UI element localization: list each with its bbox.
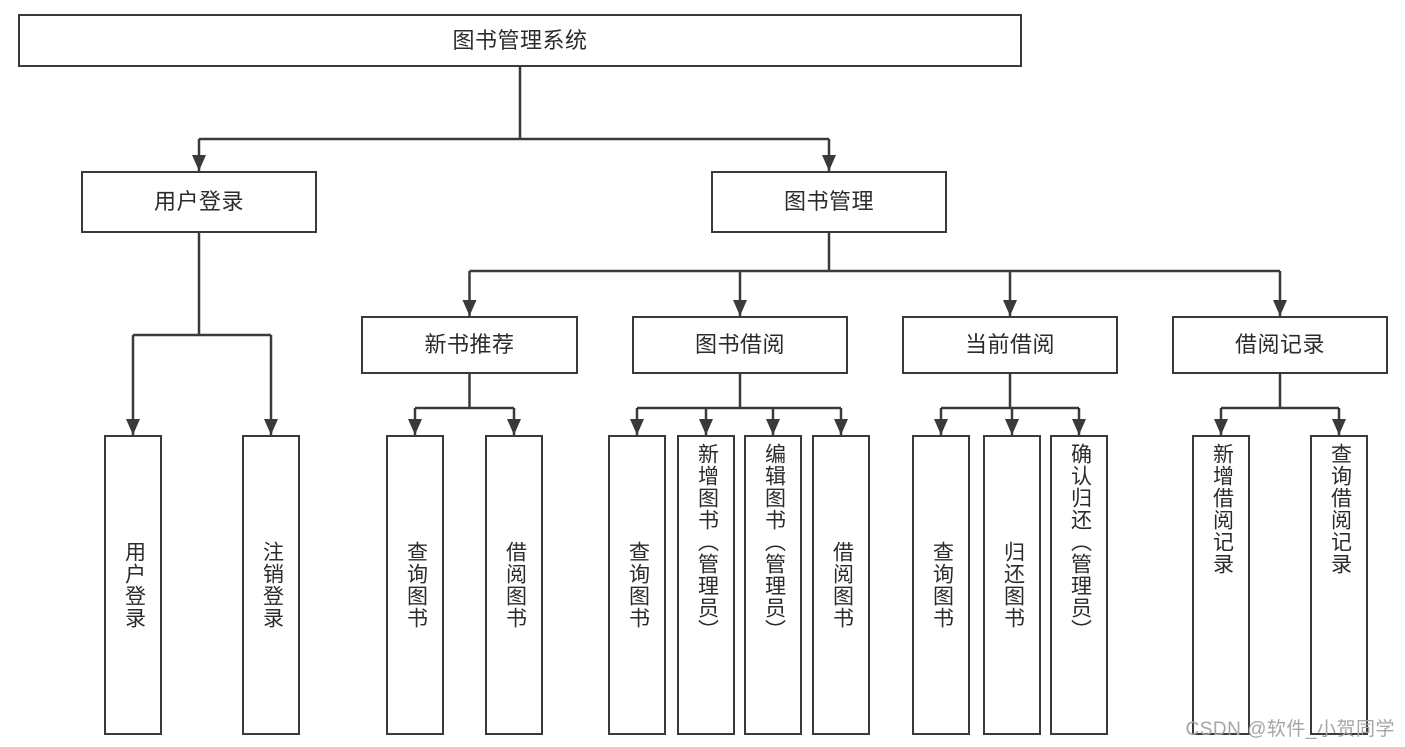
- node-leaf-query-book-rec[interactable]: 查询图书: [386, 435, 444, 735]
- connector-arrowhead: [1005, 419, 1019, 435]
- connector-arrowhead: [462, 300, 477, 316]
- connector-arrowhead: [822, 155, 836, 171]
- node-root[interactable]: 图书管理系统: [18, 14, 1022, 67]
- node-borrow-record[interactable]: 借阅记录: [1172, 316, 1388, 374]
- node-label: 查询图书: [404, 541, 428, 629]
- node-label: 编辑图书（管理员）: [762, 443, 786, 641]
- connector-arrowhead: [1273, 300, 1287, 316]
- connector-arrowhead: [834, 419, 848, 435]
- node-label: 用户登录: [122, 541, 146, 629]
- node-leaf-query-book-cur[interactable]: 查询图书: [912, 435, 970, 735]
- node-label: 当前借阅: [964, 332, 1055, 358]
- connector-arrowhead: [408, 419, 422, 435]
- node-label: 借阅图书: [503, 541, 527, 629]
- node-leaf-query-record[interactable]: 查询借阅记录: [1310, 435, 1368, 735]
- node-new-book-rec[interactable]: 新书推荐: [361, 316, 578, 374]
- node-book-borrow[interactable]: 图书借阅: [632, 316, 848, 374]
- connector-arrowhead: [1072, 419, 1086, 435]
- connector-arrowhead: [630, 419, 644, 435]
- node-label: 图书借阅: [694, 332, 785, 358]
- node-label: 查询图书: [626, 541, 650, 629]
- node-label: 借阅图书: [830, 541, 854, 629]
- node-label: 新书推荐: [424, 332, 515, 358]
- node-label: 新增图书（管理员）: [695, 443, 719, 641]
- connector-arrowhead: [934, 419, 948, 435]
- node-leaf-add-record[interactable]: 新增借阅记录: [1192, 435, 1250, 735]
- connector-arrowhead: [507, 419, 521, 435]
- connector-arrowhead: [766, 419, 780, 435]
- node-leaf-query-book-borrow[interactable]: 查询图书: [608, 435, 666, 735]
- node-leaf-return-book[interactable]: 归还图书: [983, 435, 1041, 735]
- connector-arrowhead: [264, 419, 278, 435]
- node-leaf-user-logout[interactable]: 注销登录: [242, 435, 300, 735]
- node-leaf-user-login[interactable]: 用户登录: [104, 435, 162, 735]
- connector-arrowhead: [699, 419, 713, 435]
- node-label: 新增借阅记录: [1210, 443, 1234, 575]
- node-current-borrow[interactable]: 当前借阅: [902, 316, 1118, 374]
- node-leaf-edit-book[interactable]: 编辑图书（管理员）: [744, 435, 802, 735]
- node-label: 确认归还（管理员）: [1068, 443, 1092, 641]
- node-book-manage[interactable]: 图书管理: [711, 171, 947, 233]
- node-leaf-borrow-book[interactable]: 借阅图书: [812, 435, 870, 735]
- node-label: 归还图书: [1001, 541, 1025, 629]
- connector-arrowhead: [1003, 300, 1017, 316]
- node-label: 查询借阅记录: [1328, 443, 1352, 575]
- node-label: 用户登录: [153, 189, 244, 215]
- node-label: 图书管理: [783, 189, 874, 215]
- node-leaf-confirm-return[interactable]: 确认归还（管理员）: [1050, 435, 1108, 735]
- node-label: 注销登录: [260, 541, 284, 629]
- node-user-login[interactable]: 用户登录: [81, 171, 317, 233]
- connector-arrowhead: [126, 419, 140, 435]
- node-leaf-borrow-book-rec[interactable]: 借阅图书: [485, 435, 543, 735]
- connector-arrowhead: [192, 155, 206, 171]
- connector-arrowhead: [1214, 419, 1228, 435]
- connector-arrowhead: [733, 300, 747, 316]
- connector-arrowhead: [1332, 419, 1346, 435]
- node-label: 查询图书: [930, 541, 954, 629]
- node-leaf-add-book[interactable]: 新增图书（管理员）: [677, 435, 735, 735]
- node-label: 图书管理系统: [452, 27, 588, 53]
- node-label: 借阅记录: [1234, 332, 1325, 358]
